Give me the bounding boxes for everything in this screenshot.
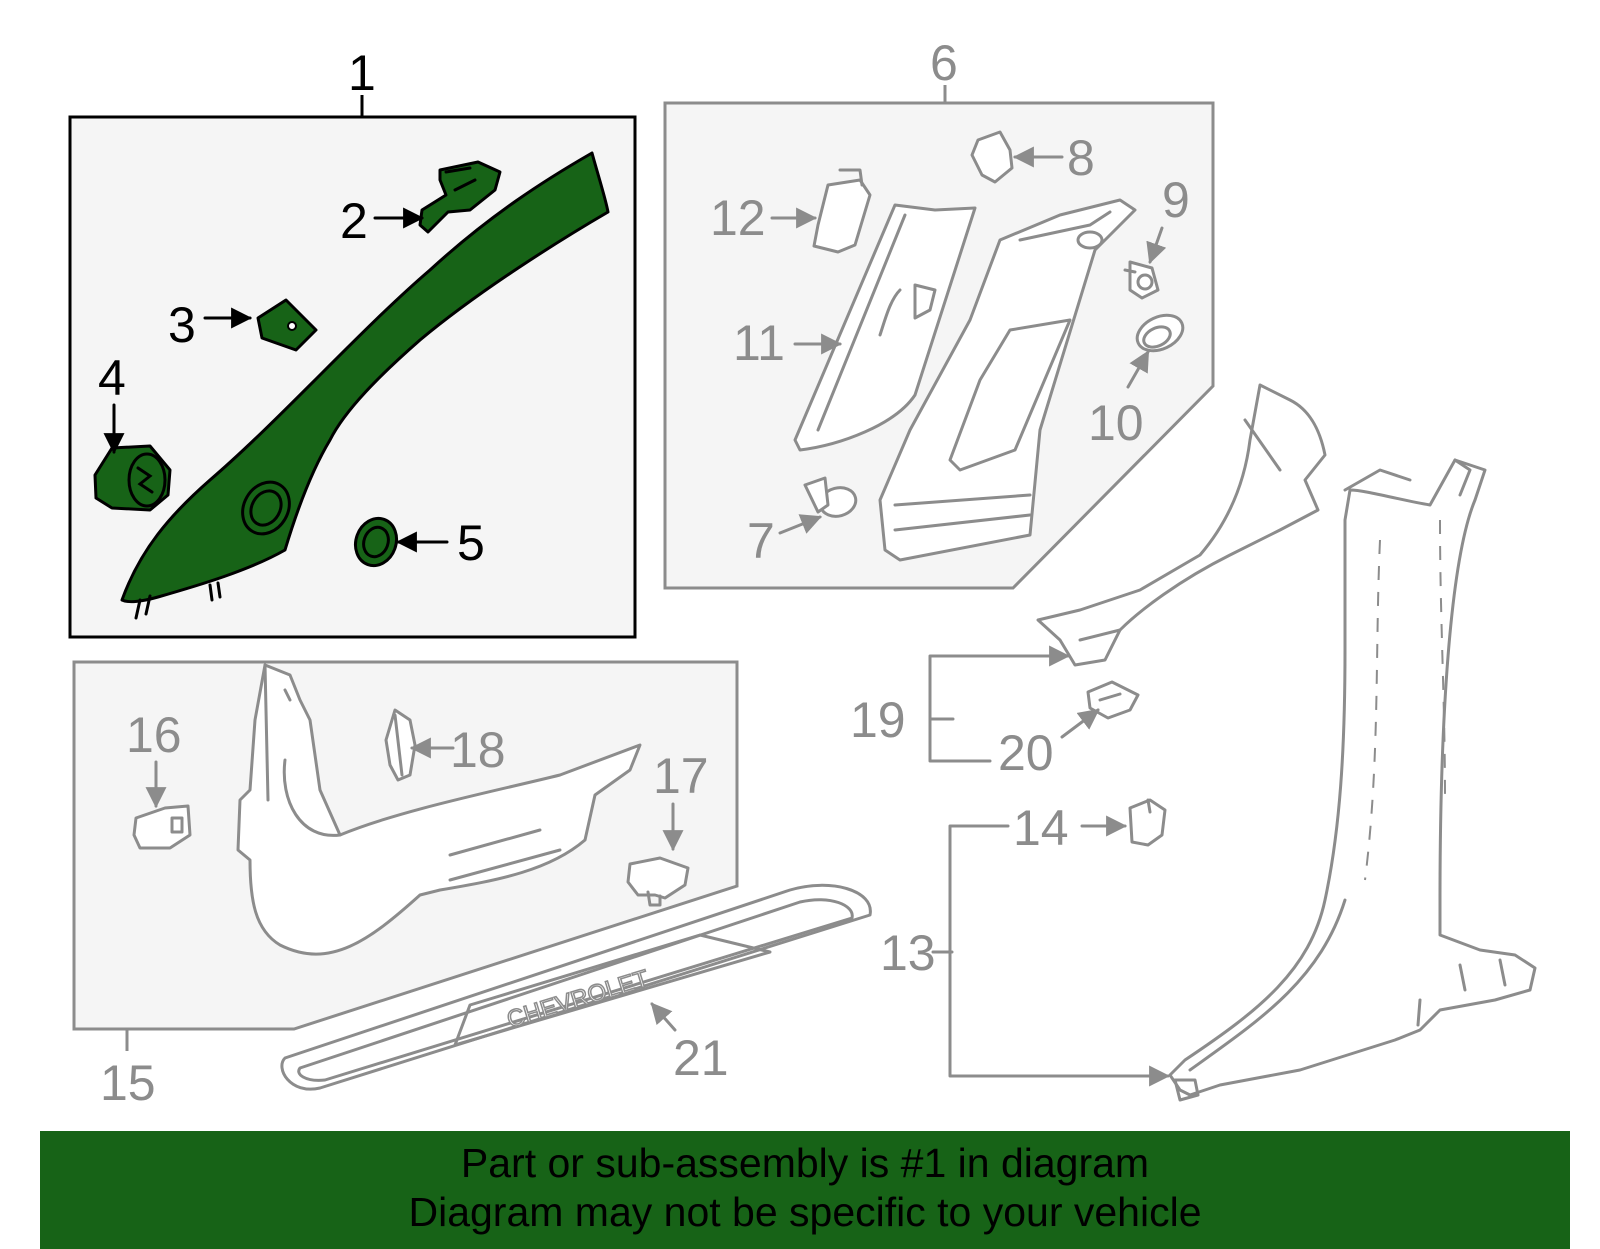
clip-part-8[interactable] [970, 130, 1014, 184]
push-pin-part-7[interactable] [803, 476, 859, 520]
leader-7 [778, 514, 822, 535]
cover-part-10[interactable] [1131, 308, 1188, 357]
callout-14: 14 [1013, 800, 1069, 856]
bolt-part-9[interactable] [1123, 260, 1160, 300]
info-banner: Part or sub-assembly is #1 in diagram Di… [40, 1131, 1570, 1249]
clip-part-12[interactable] [812, 168, 872, 254]
callout-6: 6 [930, 35, 958, 91]
b-pillar-lower-trim-part-6[interactable] [878, 198, 1137, 562]
front-pillar-lower-trim-part-13[interactable] [1168, 458, 1537, 1102]
callout-12: 12 [710, 190, 766, 246]
bracket-19 [928, 656, 1068, 763]
callout-16: 16 [126, 707, 182, 763]
clip-part-20[interactable] [1086, 680, 1140, 720]
callout-20: 20 [998, 725, 1054, 781]
banner-line-2: Diagram may not be specific to your vehi… [408, 1189, 1202, 1235]
leader-20 [1060, 708, 1100, 739]
callout-3: 3 [168, 297, 196, 353]
cap-part-18[interactable] [384, 708, 417, 782]
callout-8: 8 [1067, 130, 1095, 186]
banner-line-1: Part or sub-assembly is #1 in diagram [460, 1140, 1150, 1186]
clip-part-17[interactable] [626, 856, 690, 907]
callout-15: 15 [100, 1055, 156, 1111]
plug-part-5[interactable] [349, 513, 403, 572]
callout-17: 17 [653, 748, 709, 804]
callout-10: 10 [1088, 395, 1144, 451]
callout-1: 1 [348, 45, 376, 101]
callout-19: 19 [850, 692, 906, 748]
leader-9 [1146, 226, 1167, 264]
clip-part-16[interactable] [132, 804, 192, 850]
rocker-trim-part-15[interactable] [236, 663, 642, 956]
a-pillar-trim-part-1[interactable] [120, 151, 610, 620]
callout-13: 13 [880, 925, 936, 981]
callout-4: 4 [98, 350, 126, 406]
bracket-13 [948, 824, 1168, 1076]
callout-9: 9 [1162, 172, 1190, 228]
leader-21 [650, 1002, 677, 1032]
callout-7: 7 [747, 513, 775, 569]
grommet-part-4[interactable] [93, 444, 172, 512]
callout-18: 18 [450, 722, 506, 778]
b-pillar-upper-trim-part-11[interactable] [793, 203, 977, 452]
callout-21: 21 [673, 1030, 729, 1086]
callout-5: 5 [457, 515, 485, 571]
clip-part-14[interactable] [1128, 798, 1167, 847]
callout-11: 11 [733, 315, 785, 371]
nut-part-3[interactable] [256, 298, 318, 352]
clip-part-2[interactable] [418, 160, 502, 234]
callout-2: 2 [340, 193, 368, 249]
leader-10 [1126, 350, 1150, 389]
